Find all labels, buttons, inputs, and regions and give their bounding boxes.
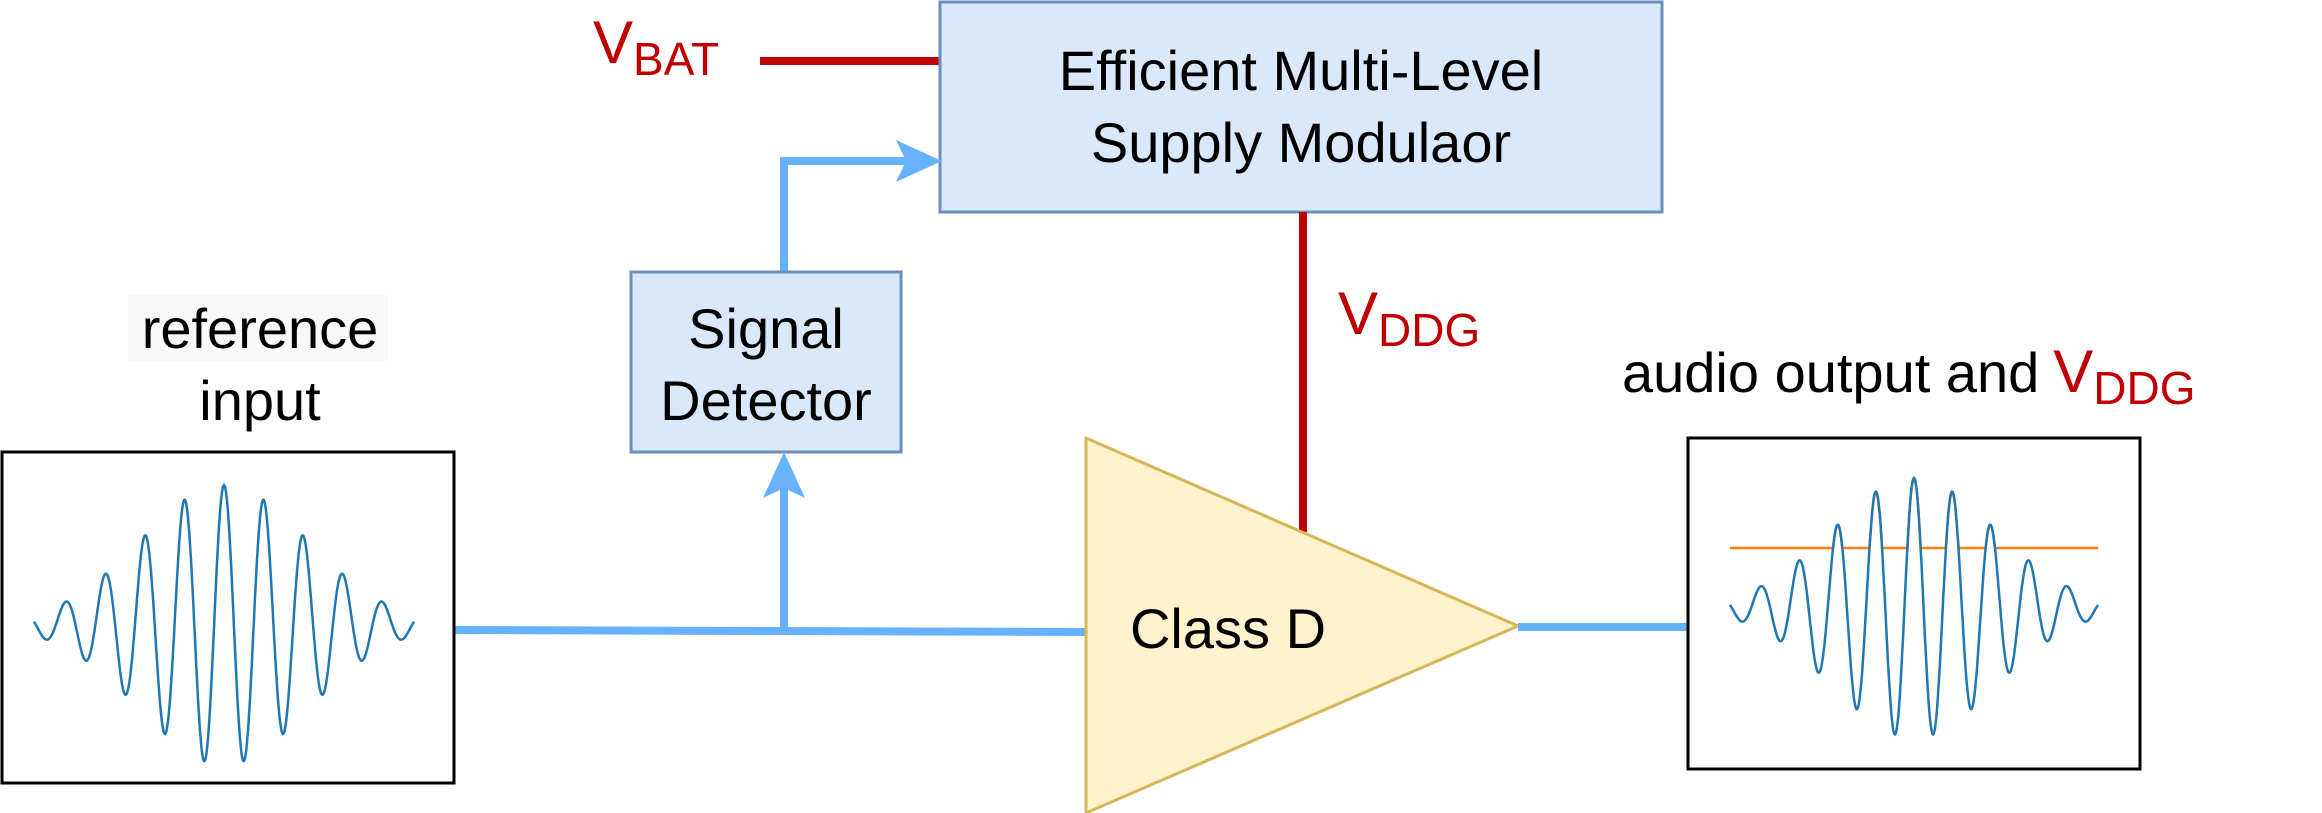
- modulator-label-line2: Supply Modulaor: [1091, 111, 1511, 174]
- output-waveform: [1728, 476, 2100, 737]
- input-signal-wire: [453, 626, 1087, 636]
- reference-label-background: [128, 295, 388, 361]
- signal-detector-block: [629, 270, 903, 454]
- reference-waveform: [32, 483, 416, 763]
- detector-label-line1: Signal: [688, 297, 844, 360]
- detector-label-line2: Detector: [660, 369, 872, 432]
- modulator-label-line1: Efficient Multi-Level: [1059, 39, 1544, 102]
- reference-label-line1: reference: [142, 297, 379, 360]
- audio-output-plot: [1686, 436, 2142, 771]
- reference-label-line2: input: [199, 369, 321, 432]
- vddg-label: VDDG: [1338, 280, 1480, 356]
- supply-modulator-block: [938, 0, 1664, 214]
- class-d-amplifier: [1084, 435, 1522, 813]
- amplifier-label: Class D: [1130, 597, 1326, 660]
- vbat-label: VBAT: [593, 9, 719, 85]
- detector-to-modulator-arrowhead: [896, 140, 942, 182]
- input-to-detector-arrowhead: [763, 452, 805, 498]
- detector-to-modulator-wire: [780, 157, 910, 272]
